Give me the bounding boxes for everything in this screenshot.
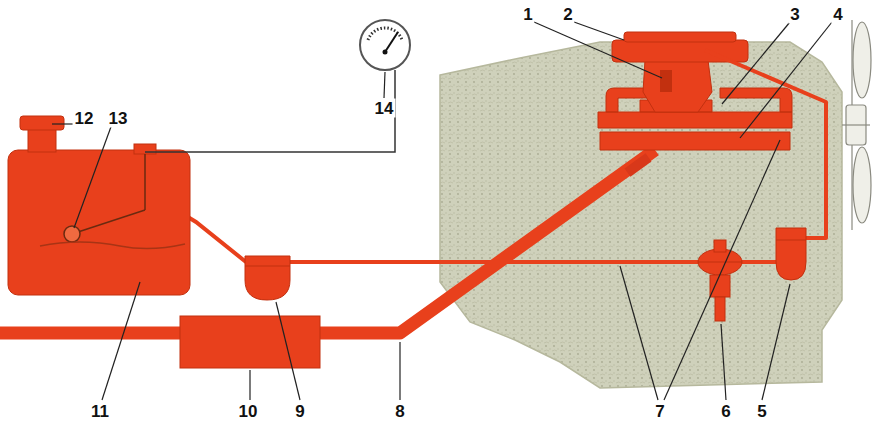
callout-number: 3 <box>788 5 801 24</box>
filler-cap <box>20 116 64 130</box>
fuel-tank <box>8 150 190 295</box>
callout-number: 11 <box>89 402 111 421</box>
exhaust-manifold <box>600 132 790 150</box>
callout-number: 10 <box>237 402 260 421</box>
leader-lines <box>52 22 832 400</box>
engine-block <box>440 42 842 388</box>
callout-number: 14 <box>373 99 396 118</box>
exhaust-flange <box>625 153 652 176</box>
fuel-gauge <box>360 20 410 70</box>
callout-number: 5 <box>755 402 768 421</box>
carburettor <box>643 60 712 112</box>
callout-number: 7 <box>653 402 666 421</box>
float-sender <box>40 154 185 249</box>
callout-number: 9 <box>293 402 306 421</box>
callout-number: 2 <box>561 5 574 24</box>
muffler <box>180 316 320 368</box>
fine-fuel-filter <box>776 228 806 280</box>
gauge-wire <box>145 70 395 152</box>
callout-number: 12 <box>73 109 96 128</box>
exhaust-pipe <box>0 150 655 333</box>
callout-number: 13 <box>107 109 130 128</box>
fan <box>842 20 871 230</box>
callout-number: 1 <box>521 5 534 24</box>
fuel-line-to-carburettor <box>705 50 826 238</box>
fuel-line <box>172 214 780 262</box>
filler-neck <box>28 128 56 152</box>
fuel-filter <box>245 256 290 300</box>
callout-number: 4 <box>831 5 844 24</box>
callout-number: 8 <box>393 402 406 421</box>
callout-number: 6 <box>719 402 732 421</box>
